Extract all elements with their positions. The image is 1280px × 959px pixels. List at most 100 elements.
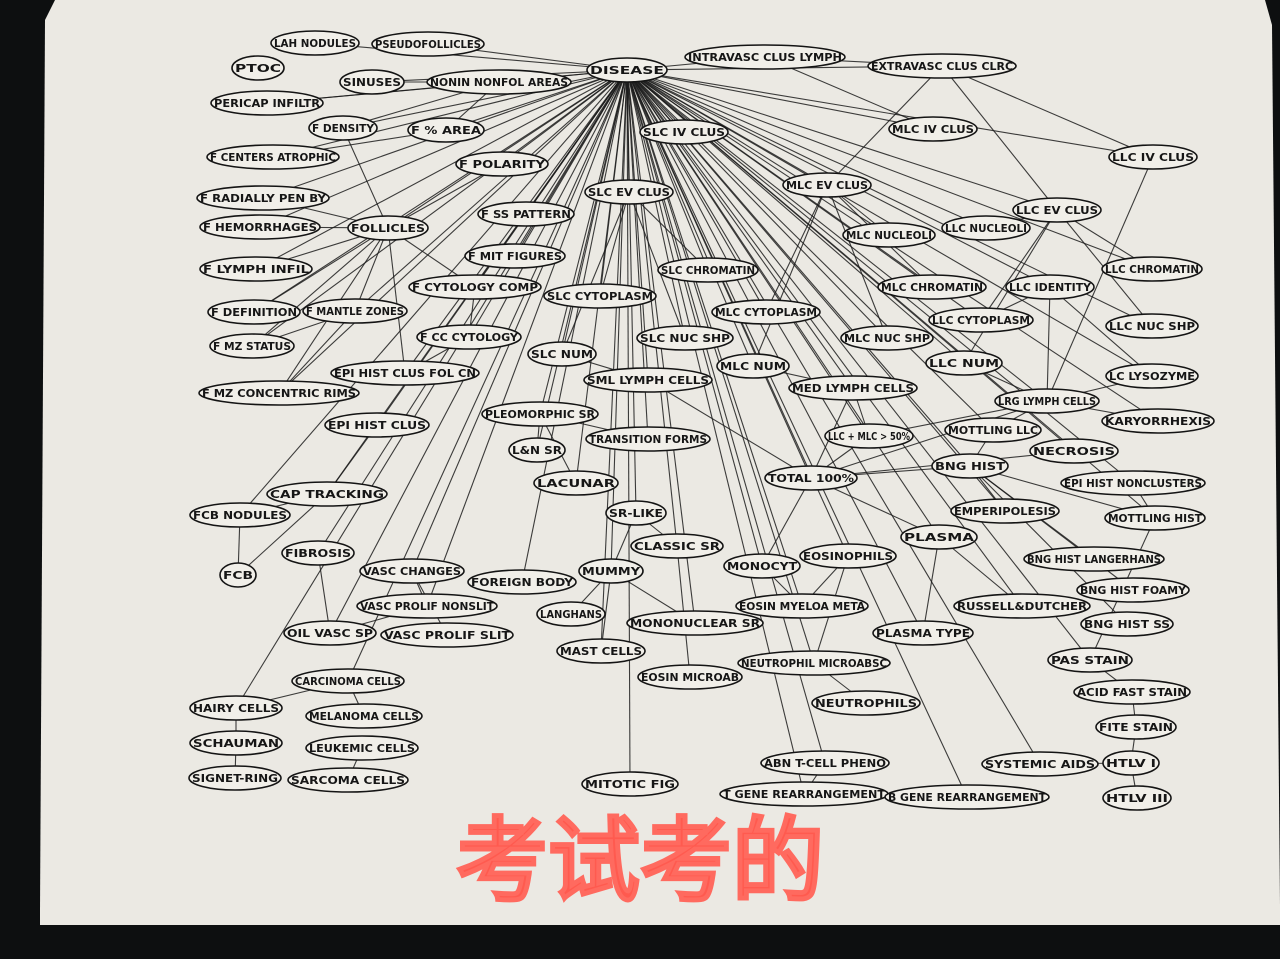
node-label: ACID FAST STAIN (1077, 686, 1187, 699)
node-lrglymph: LRG LYMPH CELLS (994, 388, 1100, 414)
edge-llcidentity-to-lrglymph (1046, 286, 1051, 402)
node-intravasc: INTRAVASC CLUS LYMPH (684, 44, 846, 70)
node-ellipse (291, 668, 405, 694)
node-ellipse (637, 664, 743, 690)
node-fradially: F RADIALLY PEN BY (196, 185, 330, 211)
node-label: EXTRAVASC CLUS CLRC (871, 60, 1013, 73)
node-label: SLC NUM (531, 348, 593, 361)
edge-disease-to-fdensity (342, 69, 628, 129)
node-llccyto: LLC CYTOPLASM (928, 307, 1034, 333)
node-fcc: F CC CYTOLOGY (416, 324, 522, 350)
node-epinoncl: EPI HIST NONCLUSTERS (1060, 470, 1206, 496)
node-plasmatype: PLASMA TYPE (872, 620, 974, 646)
node-ellipse (189, 730, 283, 756)
node-label: BNG HIST LANGERHANS (1027, 553, 1161, 566)
node-ellipse (824, 423, 914, 449)
node-ellipse (207, 299, 301, 325)
node-fmantle: F MANTLE ZONES (302, 298, 408, 324)
node-ellipse (586, 57, 668, 83)
node-ellipse (1102, 785, 1172, 811)
node-label: MLC NUC SHP (844, 332, 930, 345)
node-label: DISEASE (590, 64, 664, 77)
node-lclysozyme: LC LYSOZYME (1105, 363, 1199, 389)
node-label: EOSINOPHILS (803, 550, 893, 563)
node-label: F RADIALLY PEN BY (200, 192, 327, 205)
node-lacunar: LACUNAR (533, 470, 619, 496)
node-ellipse (198, 380, 360, 406)
node-ellipse (953, 593, 1091, 619)
node-llcevclus: LLC EV CLUS (1012, 197, 1102, 223)
node-ellipse (477, 201, 575, 227)
node-srlike: SR-LIKE (605, 500, 667, 526)
node-label: SCHAUMAN (193, 737, 279, 750)
edge-extravasc-to-llcivclus (941, 65, 1154, 158)
node-ellipse (533, 470, 619, 496)
node-label: ABN T-CELL PHENO (764, 757, 886, 770)
node-label: F HEMORRHAGES (203, 221, 317, 234)
node-label: F MZ CONCENTRIC RIMS (202, 387, 356, 400)
edge-mummy-to-mastcells (600, 570, 612, 652)
node-fcenters: F CENTERS ATROPHIC (206, 144, 340, 170)
edge-disease-to-mlcivclus (626, 69, 934, 130)
node-label: F DENSITY (312, 122, 375, 135)
node-ellipse (888, 116, 978, 142)
node-slcchrom: SLC CHROMATIN (657, 257, 759, 283)
node-ellipse (723, 553, 801, 579)
node-ellipse (1102, 750, 1160, 776)
node-label: F CYTOLOGY COMP (412, 281, 538, 294)
node-ellipse (735, 593, 869, 619)
edge-disease-to-slcnucshp (626, 69, 686, 339)
node-ellipse (994, 388, 1100, 414)
node-label: SLC NUC SHP (640, 332, 730, 345)
node-leukemic: LEUKEMIC CELLS (305, 735, 419, 761)
node-disease: DISEASE (586, 57, 668, 83)
edge-disease-to-llcchrom (626, 69, 1153, 270)
node-label: SARCOMA CELLS (291, 774, 405, 787)
node-label: FCB NODULES (193, 509, 287, 522)
node-label: F CENTERS ATROPHIC (210, 151, 336, 164)
node-follicles: FOLLICLES (347, 215, 429, 241)
node-eosin: EOSINOPHILS (799, 543, 897, 569)
node-ellipse (1095, 714, 1177, 740)
node-mottlinghist: MOTTLING HIST (1104, 505, 1206, 531)
node-label: EOSIN MICROAB (641, 671, 739, 684)
node-ellipse (556, 638, 646, 664)
node-transition: TRANSITION FORMS (585, 426, 711, 452)
node-schaumann: SCHAUMAN (189, 730, 283, 756)
node-ellipse (684, 44, 846, 70)
node-ellipse (626, 610, 764, 636)
node-oilvasc: OIL VASC SP (283, 620, 377, 646)
node-ellipse (219, 562, 257, 588)
edge-disease-to-farea (445, 69, 628, 131)
node-label: F LYMPH INFIL (203, 263, 310, 276)
node-mlcnucshp: MLC NUC SHP (840, 325, 934, 351)
node-mottlingllc: MOTTLING LLC (944, 417, 1042, 443)
node-ellipse (636, 325, 734, 351)
node-label: SLC CHROMATIN (661, 264, 755, 277)
edge-disease-to-vascchanges (411, 69, 628, 572)
node-label: MLC NUM (720, 360, 786, 373)
node-ellipse (543, 283, 657, 309)
node-label: LEUKEMIC CELLS (309, 742, 415, 755)
node-ellipse (1047, 647, 1133, 673)
node-htlv3: HTLV III (1102, 785, 1172, 811)
node-sinuses: SINUSES (339, 69, 405, 95)
node-label: VASC PROLIF NONSLIT (360, 600, 494, 613)
node-label: EPI HIST CLUS (328, 419, 426, 432)
node-eosinmyelo: EOSIN MYELOA META (735, 593, 869, 619)
node-langhans: LANGHANS (536, 601, 606, 627)
edge-slcevclus-to-slcchrom (628, 191, 709, 271)
node-label: MED LYMPH CELLS (792, 382, 914, 395)
node-label: BNG HIST FOAMY (1080, 584, 1187, 597)
node-label: F MANTLE ZONES (306, 305, 404, 318)
edge-follicles-to-fdef (253, 227, 389, 313)
node-ellipse (455, 151, 549, 177)
node-label: PLEOMORPHIC SR (485, 408, 595, 421)
node-label: HAIRY CELLS (193, 702, 279, 715)
node-label: SINUSES (343, 76, 401, 89)
node-mlcivclus: MLC IV CLUS (888, 116, 978, 142)
node-label: SYSTEMIC AIDS (985, 758, 1095, 771)
node-ellipse (1101, 256, 1203, 282)
edge-disease-to-passtain (626, 69, 1091, 661)
node-mononuc: MONONUCLEAR SR (626, 610, 764, 636)
